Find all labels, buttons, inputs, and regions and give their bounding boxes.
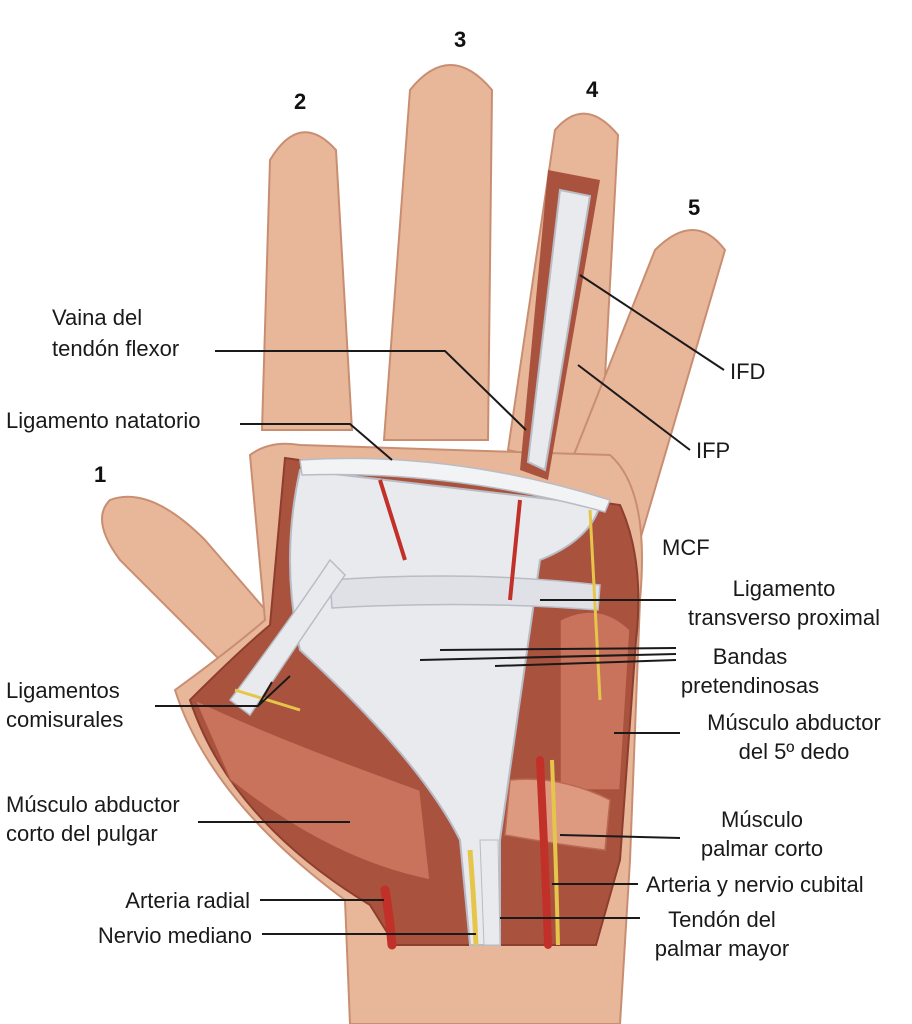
label-cubital: Arteria y nervio cubital xyxy=(646,872,864,897)
label-mcf: MCF xyxy=(662,535,710,560)
leader-bandas-3 xyxy=(494,659,677,667)
digital-nerve-2 xyxy=(234,688,301,712)
label-vaina-line2: tendón flexor xyxy=(52,336,180,361)
label-bandas-line2: pretendinosas xyxy=(680,673,820,698)
digital-nerve-1 xyxy=(588,509,602,701)
finger-number-5: 5 xyxy=(688,195,701,220)
label-transverso-line2: transverso proximal xyxy=(688,605,880,630)
commissural-ligaments xyxy=(228,558,346,717)
ulnar-nerve xyxy=(550,759,560,946)
finger-number-3: 3 xyxy=(454,27,467,52)
natatory-ligament xyxy=(299,457,612,513)
label-abdpulgar-line2: corto del pulgar xyxy=(6,821,158,846)
finger-number-4: 4 xyxy=(586,77,599,102)
leader-vaina xyxy=(215,350,527,431)
transverse-ligament xyxy=(329,575,601,611)
label-transverso-line1: Ligamento xyxy=(732,576,836,601)
abductor-digiti-minimi-muscle xyxy=(559,611,631,791)
label-ifd: IFD xyxy=(730,359,766,384)
digital-artery-2 xyxy=(508,499,522,601)
label-comisurales-line1: Ligamentos xyxy=(6,678,120,703)
label-natatorio: Ligamento natatorio xyxy=(6,408,201,433)
digital-artery-1 xyxy=(378,479,407,561)
label-abd5-line1: Músculo abductor xyxy=(707,710,881,735)
leader-bandas-2 xyxy=(419,653,677,661)
finger-number-1: 1 xyxy=(94,462,107,487)
finger-number-2: 2 xyxy=(294,89,307,114)
label-abdpulgar-line1: Músculo abductor xyxy=(6,792,180,817)
label-abd5-line2: del 5º dedo xyxy=(738,739,850,764)
label-palmarcorto-line1: Músculo xyxy=(721,807,803,832)
label-mediano: Nervio mediano xyxy=(97,923,252,948)
radial-artery xyxy=(380,885,397,950)
abductor-pollicis-brevis-muscle xyxy=(193,698,431,881)
label-palmarmayor-line1: Tendón del xyxy=(668,907,776,932)
label-comisurales-line2: comisurales xyxy=(6,707,124,732)
label-palmarmayor-line2: palmar mayor xyxy=(654,936,790,961)
label-vaina-line1: Vaina del xyxy=(52,305,143,330)
leader-ifd xyxy=(579,274,725,371)
palmaris-longus-tendon xyxy=(479,839,501,946)
ulnar-artery xyxy=(536,756,552,949)
label-bandas-line1: Bandas xyxy=(712,644,788,669)
flexor-tendon-sheath xyxy=(526,188,592,472)
finger-2 xyxy=(260,131,354,431)
label-ifp: IFP xyxy=(696,438,731,463)
median-nerve xyxy=(467,849,479,946)
leader-comisurales-2 xyxy=(257,681,273,707)
label-palmarcorto-line2: palmar corto xyxy=(700,836,824,861)
label-radial: Arteria radial xyxy=(125,888,250,913)
leader-natatorio xyxy=(240,423,393,461)
leader-ifp xyxy=(577,364,691,451)
leader-palmarcorto xyxy=(559,834,681,839)
finger-3 xyxy=(382,64,494,441)
leader-lines xyxy=(155,274,725,935)
leader-bandas-1 xyxy=(439,647,677,651)
